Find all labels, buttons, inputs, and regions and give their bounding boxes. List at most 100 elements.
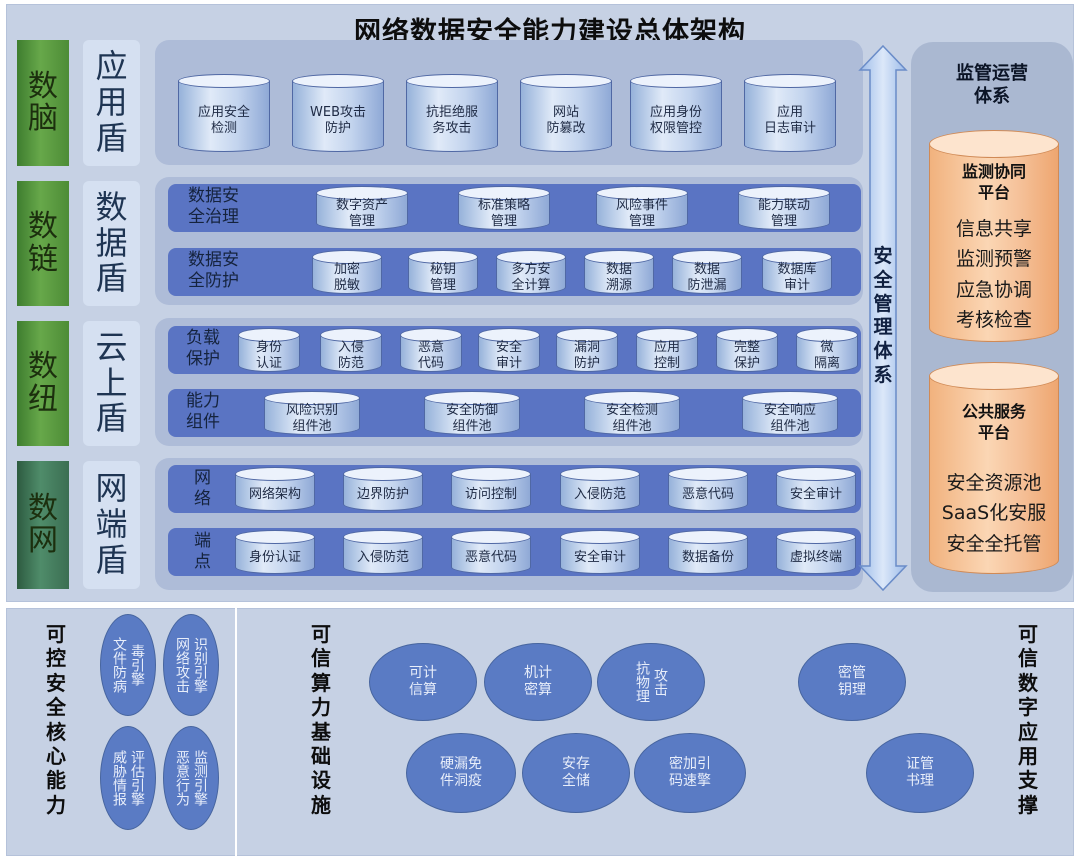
platform-monitoring-title: 监测协同 平台 xyxy=(961,162,1026,202)
management-arrow xyxy=(858,44,908,592)
capability-cylinder: 入侵防范 xyxy=(560,467,640,511)
capability-cylinder: 虚拟终端 xyxy=(776,530,856,574)
capability-cylinder: 安全审计 xyxy=(560,530,640,574)
capability-cylinder: 数字资产 管理 xyxy=(316,186,408,230)
capability-cylinder: 风险识别 组件池 xyxy=(264,391,360,435)
engine-text: 恶意行为 xyxy=(174,750,190,806)
cylinder-label: 数据库 审计 xyxy=(777,261,817,293)
row-label-protection: 数据安 全防护 xyxy=(188,250,239,292)
cylinder-label: 加密 脱敏 xyxy=(333,261,360,293)
cylinder-label: 身份 认证 xyxy=(255,339,282,371)
platform-public-service-title: 公共服务 平台 xyxy=(961,402,1026,442)
cylinder-label: 安全审计 xyxy=(789,486,842,502)
engine-text: 网络攻击 xyxy=(174,637,190,693)
cylinder-label: 应用 日志审计 xyxy=(763,104,816,136)
cylinder-label: 风险识别 组件池 xyxy=(285,402,338,434)
capability-cylinder: 应用 控制 xyxy=(636,328,698,372)
bubble-text: 硬漏免 件洞疫 xyxy=(440,755,482,790)
capability-cylinder: 应用安全 检测 xyxy=(178,74,270,152)
capability-cylinder: 能力联动 管理 xyxy=(738,186,830,230)
cylinder-label: 完整 保护 xyxy=(733,339,760,371)
engine-text: 文件防病 xyxy=(111,637,127,693)
capability-cylinder: 安全 审计 xyxy=(478,328,540,372)
cylinder-label: 身份认证 xyxy=(248,549,301,565)
bubble-text: 密加引 码速擎 xyxy=(669,755,711,790)
capability-cylinder: 应用身份 权限管控 xyxy=(630,74,722,152)
cylinder-label: 安全检测 组件池 xyxy=(605,402,658,434)
cylinder-label: 安全审计 xyxy=(573,549,626,565)
cylinder-label: 恶意 代码 xyxy=(417,339,444,371)
capability-cylinder: 恶意代码 xyxy=(668,467,748,511)
bubble-anti-physical-attack: 攻击抗物理 xyxy=(597,643,705,721)
bubble-text: 可计 信算 xyxy=(409,664,437,699)
bubble-text: 安存 全储 xyxy=(562,755,590,790)
layer-label-chain: 数 链 xyxy=(17,181,69,306)
bubble-hardware-immunity: 硬漏免 件洞疫 xyxy=(406,733,516,813)
capability-cylinder: 漏洞 防护 xyxy=(556,328,618,372)
capability-cylinder: 身份认证 xyxy=(235,530,315,574)
bubble-key-management: 密管 钥理 xyxy=(798,643,906,721)
bubble-crypto-acceleration: 密加引 码速擎 xyxy=(634,733,746,813)
capability-cylinder: 入侵 防范 xyxy=(320,328,382,372)
shield-label-cloud: 云 上 盾 xyxy=(83,321,140,446)
engine-text: 监测引擎 xyxy=(192,750,208,806)
cylinder-label: 恶意代码 xyxy=(681,486,734,502)
bubble-trusted-compute: 可计 信算 xyxy=(369,643,477,721)
capability-cylinder: 应用 日志审计 xyxy=(744,74,836,152)
capability-cylinder: WEB攻击 防护 xyxy=(292,74,384,152)
engine-threat-assessment: 评估引擎威胁情报 xyxy=(100,726,156,830)
capability-cylinder: 入侵防范 xyxy=(343,530,423,574)
engine-text: 识别引擎 xyxy=(192,637,208,693)
engine-text: 毒引擎 xyxy=(129,644,145,686)
cylinder-label: 漏洞 防护 xyxy=(573,339,600,371)
cylinder-label: WEB攻击 防护 xyxy=(310,104,366,136)
engine-text: 威胁情报 xyxy=(111,750,127,806)
engine-attack-recognition: 识别引擎网络攻击 xyxy=(163,614,219,716)
shield-label-app: 应 用 盾 xyxy=(83,40,140,166)
capability-cylinder: 数据 防泄漏 xyxy=(672,250,742,294)
capability-cylinder: 网络架构 xyxy=(235,467,315,511)
row-label-governance: 数据安 全治理 xyxy=(188,186,239,228)
capability-cylinder: 身份 认证 xyxy=(238,328,300,372)
capability-cylinder: 访问控制 xyxy=(451,467,531,511)
cylinder-label: 恶意代码 xyxy=(464,549,517,565)
bubble-certificate-management: 证管 书理 xyxy=(866,733,974,813)
cylinder-label: 风险事件 管理 xyxy=(615,197,668,229)
bubble-text: 攻击 xyxy=(652,668,668,696)
bubble-confidential-compute: 机计 密算 xyxy=(484,643,592,721)
row-label-workload: 负载 保护 xyxy=(186,328,220,370)
bubble-text: 密管 钥理 xyxy=(838,664,866,699)
engine-behavior-monitoring: 监测引擎恶意行为 xyxy=(163,726,219,830)
cylinder-label: 应用身份 权限管控 xyxy=(649,104,702,136)
layer-label-brain: 数 脑 xyxy=(17,40,69,166)
cylinder-label: 秘钥 管理 xyxy=(429,261,456,293)
cylinder-label: 安全 审计 xyxy=(495,339,522,371)
platform-public-service-items: 安全资源池 SaaS化安服 安全全托管 xyxy=(941,472,1047,555)
supervision-title: 监管运营 体系 xyxy=(956,63,1028,108)
capability-cylinder: 微 隔离 xyxy=(796,328,858,372)
engine-text: 评估引擎 xyxy=(129,750,145,806)
trusted-compute-label: 可 信 算 力 基 础 设 施 xyxy=(311,622,331,817)
engine-file-antivirus: 毒引擎文件防病 xyxy=(100,614,156,716)
capability-cylinder: 风险事件 管理 xyxy=(596,186,688,230)
capability-cylinder: 秘钥 管理 xyxy=(408,250,478,294)
bottom-divider xyxy=(235,608,237,856)
cylinder-label: 网络架构 xyxy=(248,486,301,502)
capability-cylinder: 安全审计 xyxy=(776,467,856,511)
arrow-label: 安 全 管 理 体 系 xyxy=(873,245,893,386)
shield-label-endpoint: 网 端 盾 xyxy=(83,461,140,589)
cylinder-label: 能力联动 管理 xyxy=(757,197,810,229)
cylinder-label: 应用安全 检测 xyxy=(197,104,250,136)
cylinder-label: 网站 防篡改 xyxy=(546,104,586,136)
cylinder-label: 数据 溯源 xyxy=(605,261,632,293)
capability-cylinder: 网站 防篡改 xyxy=(520,74,612,152)
capability-cylinder: 恶意 代码 xyxy=(400,328,462,372)
capability-cylinder: 安全响应 组件池 xyxy=(742,391,838,435)
bubble-text: 抗物理 xyxy=(634,661,650,703)
capability-cylinder: 抗拒绝服 务攻击 xyxy=(406,74,498,152)
cylinder-label: 微 隔离 xyxy=(813,339,840,371)
layer-label-hub: 数 纽 xyxy=(17,321,69,446)
capability-cylinder: 完整 保护 xyxy=(716,328,778,372)
bubble-secure-storage: 安存 全储 xyxy=(522,733,630,813)
cylinder-label: 安全防御 组件池 xyxy=(445,402,498,434)
